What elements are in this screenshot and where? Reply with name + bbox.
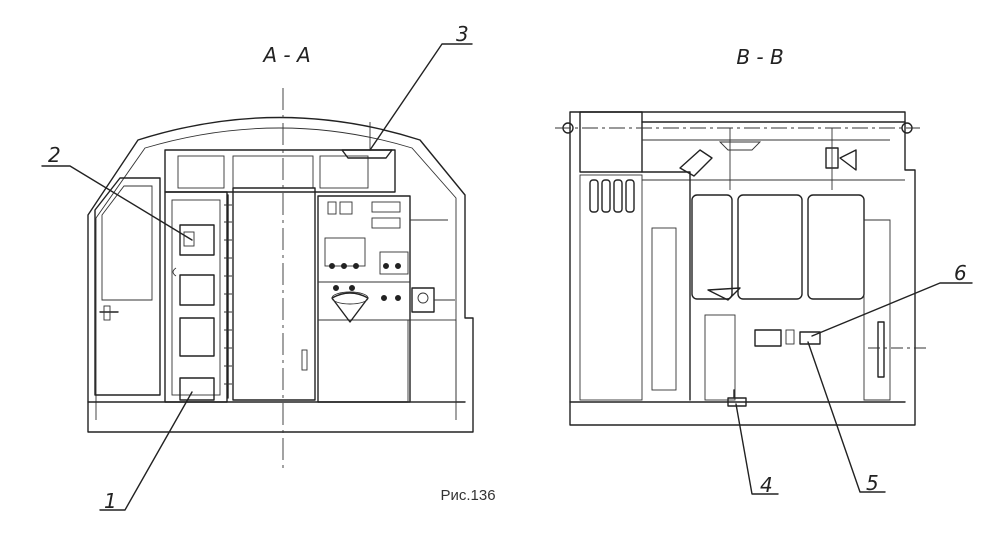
leader-4 (735, 403, 779, 495)
roof-cover (341, 149, 393, 159)
leader-1 (99, 391, 193, 511)
control-desk (317, 195, 411, 403)
locker-door (232, 187, 316, 401)
device-panel-5 (754, 329, 782, 347)
seat-back (707, 287, 741, 301)
relay-block (179, 274, 215, 306)
leader-3 (369, 43, 473, 151)
side-door-window (101, 185, 153, 301)
rear-handle (877, 321, 885, 378)
callout-3: 3 (456, 22, 469, 46)
handle-rim (331, 291, 369, 305)
terminal-marks (224, 204, 232, 385)
rear-panel (863, 219, 891, 401)
side-panel (651, 227, 677, 391)
ceiling-fixture (718, 141, 762, 151)
switch-row (371, 201, 401, 213)
section-label-b-b: В - В (736, 45, 783, 69)
contactor-block (179, 317, 215, 357)
leader-lines (41, 43, 973, 511)
coupling-rings (589, 179, 635, 213)
electrical-cabinet (164, 191, 228, 403)
battery-box-1 (179, 377, 215, 401)
side-door (94, 177, 161, 396)
side-switch-box (411, 287, 435, 313)
upper-panel (164, 149, 396, 193)
leader-6 (811, 282, 973, 337)
interior-frame (641, 171, 691, 401)
instrument-block (379, 251, 409, 275)
steering-handle (331, 292, 369, 323)
gauge-2 (339, 201, 353, 215)
callout-5: 5 (866, 471, 879, 495)
leader-5 (807, 341, 886, 493)
section-a-a-view (87, 88, 474, 470)
device-6 (799, 331, 821, 345)
upper-panel-center (232, 155, 314, 189)
relay-contact (183, 231, 195, 247)
relay-block-2 (179, 224, 215, 256)
desk-knobs (329, 263, 401, 301)
cab-inner-outline (95, 127, 457, 420)
callout-2: 2 (48, 143, 61, 167)
seat-block (704, 314, 736, 401)
desk-side-cabinet (407, 319, 457, 403)
locker-handle (301, 349, 308, 371)
window-2 (737, 194, 803, 300)
upper-panel-left (177, 155, 225, 189)
figure-caption: Рис.136 (440, 487, 495, 504)
cab-b-outline (569, 111, 916, 426)
cab-outer-outline (87, 116, 474, 433)
section-b-b-view (555, 111, 930, 426)
window-1 (691, 194, 733, 300)
side-switch-knob (417, 292, 429, 304)
ceiling-lamp-2-head (839, 149, 857, 171)
left-upper-column (579, 111, 643, 173)
device-small (785, 329, 795, 345)
desk-display (324, 237, 366, 267)
cabinet-inner (171, 199, 221, 396)
door-latch (103, 305, 111, 321)
desk-wiring (410, 219, 455, 301)
callout-4: 4 (760, 473, 773, 497)
switch-row-2 (371, 217, 401, 229)
callout-6: 6 (954, 261, 967, 285)
upper-panel-right (319, 155, 369, 189)
section-label-a-a: А - А (261, 43, 310, 67)
wire-loop (172, 267, 177, 277)
left-column (579, 174, 643, 401)
leader-2 (41, 165, 193, 241)
callout-1: 1 (104, 489, 117, 513)
window-3 (807, 194, 865, 300)
gauge-1 (327, 201, 337, 215)
